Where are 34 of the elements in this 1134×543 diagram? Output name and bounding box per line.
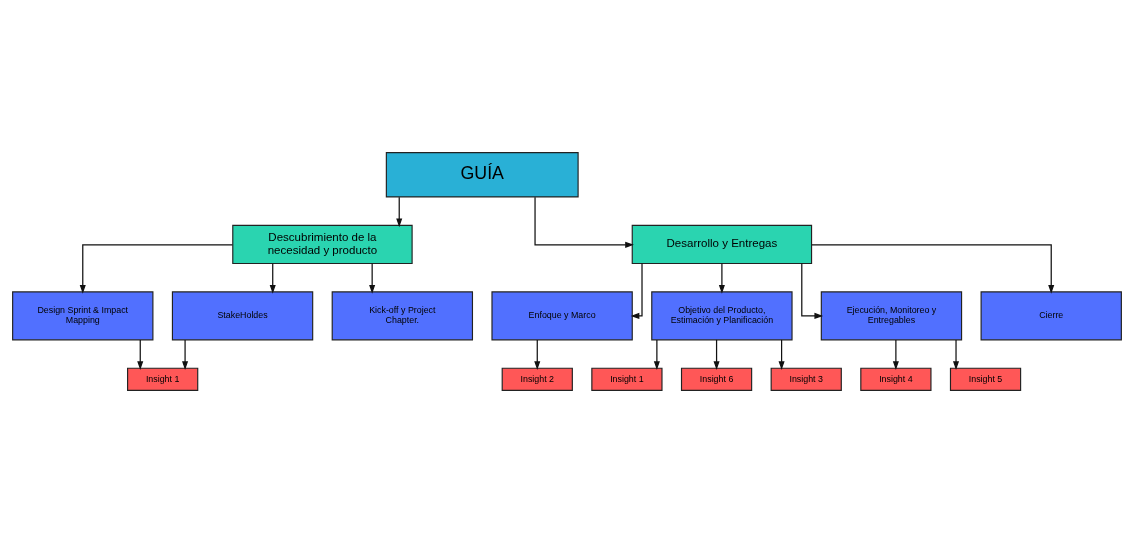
- arrow: [182, 339, 189, 370]
- node-box: Enfoque y Marco: [491, 291, 633, 341]
- node-box: Objetivo del Producto, Estimación y Planificación: [651, 291, 793, 341]
- node-box: Insight 5: [949, 367, 1022, 392]
- arrow: [630, 262, 643, 319]
- arrow: [534, 196, 634, 248]
- arrow: [952, 339, 960, 370]
- arrow: [778, 339, 785, 370]
- node-box: Ejecución, Monitoreo y Entregables: [820, 291, 963, 341]
- node-box: Descubrimiento de la necesidad y producto: [232, 224, 413, 265]
- node-box: Insight 1: [127, 367, 199, 392]
- arrow: [79, 244, 234, 294]
- node-box: Insight 3: [770, 367, 842, 392]
- node-box: Cierre: [980, 291, 1122, 341]
- arrow: [718, 262, 725, 294]
- arrow: [892, 339, 899, 370]
- arrow: [534, 339, 541, 370]
- node-box: Kick-off y Project Chapter.: [331, 291, 474, 341]
- arrow: [801, 262, 824, 319]
- node-box: StakeHoldes: [171, 291, 314, 341]
- arrow: [137, 339, 144, 370]
- node-box: Insight 1: [591, 367, 663, 392]
- arrow: [369, 262, 376, 294]
- node-box: Insight 4: [860, 367, 932, 392]
- node-box: GUÍA: [385, 151, 579, 198]
- arrow: [713, 339, 720, 370]
- node-box: Desarrollo y Entregas: [631, 224, 813, 265]
- arrow: [811, 244, 1055, 294]
- node-box: Insight 2: [501, 367, 573, 392]
- arrow: [269, 262, 276, 294]
- arrow: [396, 196, 403, 228]
- node-box: Design Sprint & Impact Mapping: [12, 291, 154, 341]
- arrow: [653, 339, 660, 370]
- node-box: Insight 6: [680, 367, 753, 392]
